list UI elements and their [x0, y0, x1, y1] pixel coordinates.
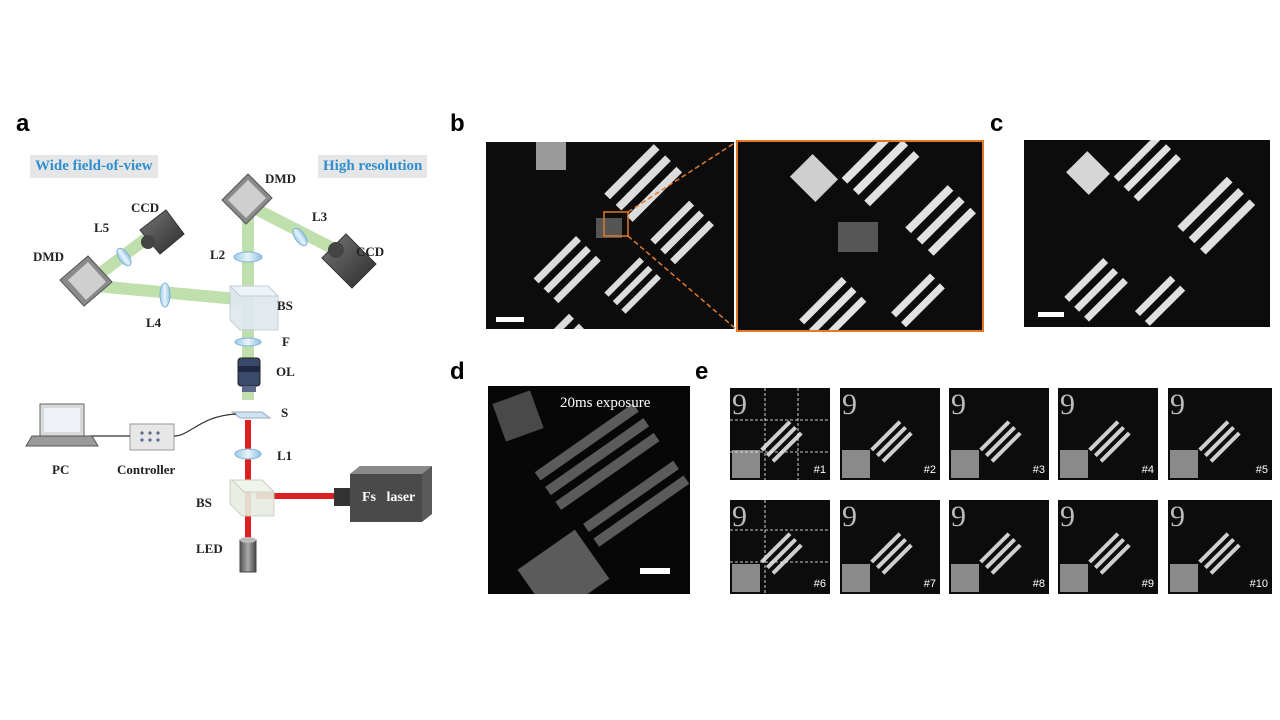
usaf-target-wide	[496, 142, 714, 329]
dmd-left	[59, 255, 113, 307]
label-l5: L5	[94, 220, 110, 235]
frame-tile: 9 #10	[1168, 500, 1272, 594]
svg-text:9: 9	[951, 500, 966, 533]
led-source	[239, 537, 257, 573]
usaf-target-highres	[1038, 140, 1256, 326]
svg-text:9: 9	[1170, 388, 1185, 421]
frame-tile: 9 #2	[840, 388, 940, 480]
objective-lens	[237, 357, 261, 392]
panel-label-c: c	[990, 110, 1004, 137]
svg-text:9: 9	[1060, 500, 1075, 533]
beamsplitter-top	[228, 285, 280, 331]
frame-number: #5	[1255, 464, 1268, 476]
usaf-target-zoom	[789, 142, 976, 330]
svg-text:9: 9	[951, 388, 966, 421]
label-controller: Controller	[117, 462, 176, 477]
svg-text:9: 9	[842, 500, 857, 533]
fs-laser	[334, 466, 432, 522]
scale-bar	[1038, 312, 1064, 317]
frame-tile: 9 #3	[949, 388, 1049, 480]
label-ccd-right: CCD	[356, 244, 385, 259]
svg-text:9: 9	[1060, 388, 1075, 421]
label-bs-top: BS	[277, 298, 293, 313]
panel-b-target-image	[486, 142, 734, 329]
frame-number: #7	[923, 578, 936, 590]
lenses	[116, 227, 308, 460]
label-bs-bottom: BS	[196, 495, 212, 510]
panel-b-zoom-image	[736, 140, 984, 332]
cables	[90, 413, 237, 437]
frame-tile: 9 #6	[730, 500, 830, 594]
label-l1: L1	[277, 448, 293, 463]
panel-label-d: d	[450, 358, 465, 385]
controller-box	[129, 423, 175, 451]
label-l2: L2	[210, 247, 226, 262]
label-fs-laser: Fs laser	[362, 490, 416, 505]
frame-tile: 9 #5	[1168, 388, 1272, 480]
setup-diagram: Wide field-of-view High resolution DMD D…	[0, 0, 450, 720]
scale-bar	[496, 317, 524, 322]
frame-number: #1	[813, 464, 826, 476]
label-f: F	[282, 334, 290, 349]
svg-text:9: 9	[732, 388, 747, 421]
exposure-caption: 20ms exposure	[560, 395, 651, 411]
label-ol: OL	[276, 364, 295, 379]
mode-label-high-resolution: High resolution	[318, 155, 428, 178]
frame-tile: 9 #9	[1058, 500, 1158, 594]
label-dmd-left: DMD	[33, 249, 65, 264]
ccd-left	[139, 209, 185, 255]
frame-number: #2	[923, 464, 936, 476]
label-pc: PC	[52, 462, 70, 477]
pc-laptop	[25, 403, 99, 447]
panel-label-b: b	[450, 110, 465, 137]
panel-label-e: e	[695, 358, 709, 385]
beamsplitter-bottom	[229, 479, 276, 517]
sample-slide	[230, 411, 272, 419]
setup-drawing	[25, 173, 432, 573]
frame-number: #4	[1141, 464, 1154, 476]
frame-number: #10	[1249, 578, 1268, 590]
dmd-top	[221, 173, 273, 225]
label-ccd-left: CCD	[131, 200, 160, 215]
svg-text:9: 9	[1170, 500, 1185, 533]
panel-label-a: a	[16, 110, 30, 137]
scale-bar	[640, 568, 670, 574]
frame-number: #3	[1032, 464, 1045, 476]
panel-c-target-image	[1024, 140, 1270, 327]
low-exposure-target	[492, 390, 690, 594]
frame-tile: 9 #8	[949, 500, 1049, 594]
zoom-connectors	[627, 142, 737, 330]
label-l4: L4	[146, 315, 162, 330]
panel-d-exposure-image: 20ms exposure	[488, 386, 690, 594]
label-dmd-top: DMD	[265, 171, 297, 186]
ccd-right	[321, 233, 377, 289]
svg-text:9: 9	[732, 500, 747, 533]
zoom-region-box	[603, 211, 629, 237]
frame-tile: 9 #7	[840, 500, 940, 594]
panel-e-frame-grid: 9 #1 9 #2 9 #3 9 #4 9 #5 9 #6 9 #7 9 #8 …	[730, 388, 1276, 598]
frame-tile: 9 #1	[730, 388, 830, 480]
label-led: LED	[196, 541, 223, 556]
label-l3: L3	[312, 209, 328, 224]
label-s: S	[281, 405, 289, 420]
frame-tile: 9 #4	[1058, 388, 1158, 480]
mode-label-wide-fov: Wide field-of-view	[30, 155, 158, 178]
frame-number: #8	[1032, 578, 1045, 590]
frame-number: #6	[813, 578, 826, 590]
frame-number: #9	[1141, 578, 1154, 590]
svg-text:9: 9	[842, 388, 857, 421]
